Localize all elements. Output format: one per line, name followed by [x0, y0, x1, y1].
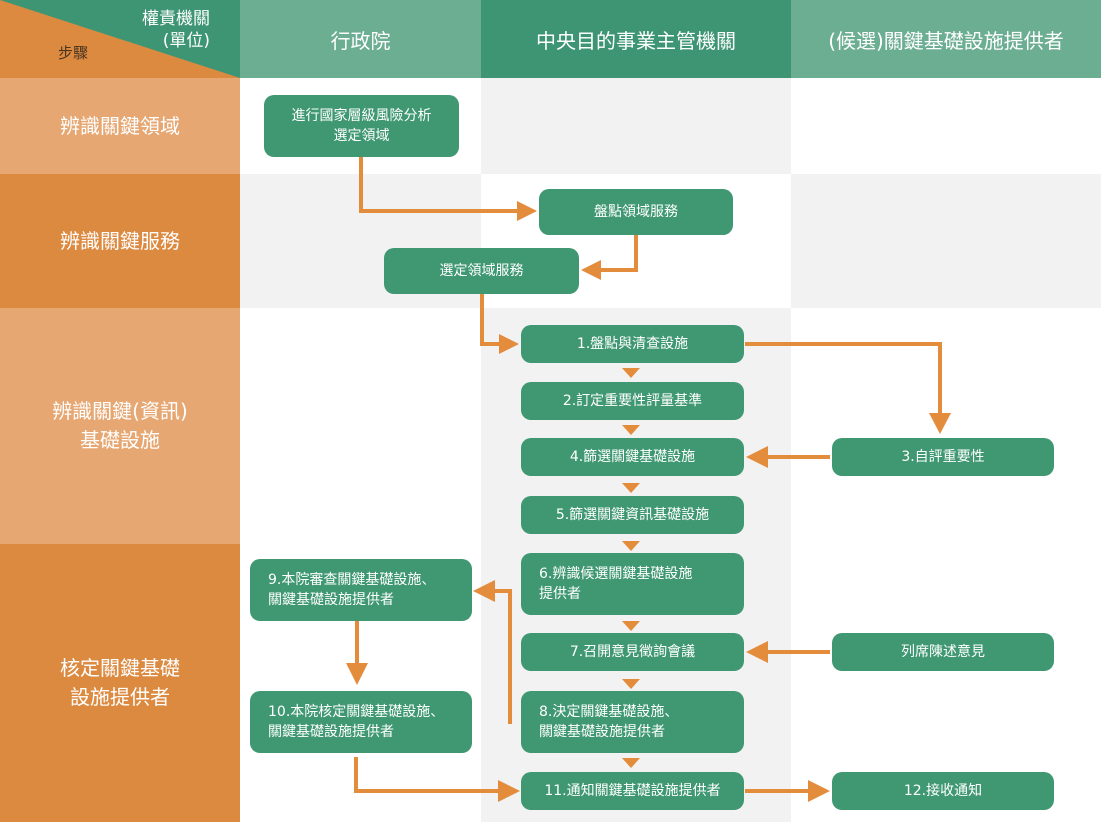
node-select-domain: 進行國家層級風險分析 選定領域 — [264, 95, 459, 157]
node-step-3: 3.自評重要性 — [832, 438, 1054, 476]
header-corner-diagonal — [0, 0, 240, 78]
node-step-9: 9.本院審查關鍵基礎設施、 關鍵基礎設施提供者 — [250, 559, 472, 621]
cell-r3-c3 — [791, 308, 1101, 544]
node-step-7: 7.召開意見徵詢會議 — [521, 633, 744, 671]
node-step-10: 10.本院核定關鍵基礎設施、 關鍵基礎設施提供者 — [250, 691, 472, 753]
node-select-domain-service: 選定領域服務 — [384, 248, 579, 294]
cell-r3-c1 — [240, 308, 481, 544]
node-inventory-domain-service: 盤點領域服務 — [539, 189, 733, 235]
authority-label: 權責機關 (單位) — [142, 9, 210, 52]
step-identify-infrastructure: 辨識關鍵(資訊) 基礎設施 — [0, 308, 240, 544]
column-header-executive-yuan: 行政院 — [240, 0, 481, 78]
column-header-central-authority: 中央目的事業主管機關 — [481, 0, 791, 78]
steps-label: 步驟 — [58, 44, 89, 62]
cell-r1-c2 — [481, 78, 791, 174]
node-step-8: 8.決定關鍵基礎設施、 關鍵基礎設施提供者 — [521, 691, 744, 753]
node-step-5: 5.篩選關鍵資訊基礎設施 — [521, 496, 744, 534]
cell-r1-c3 — [791, 78, 1101, 174]
node-step-11: 11.通知關鍵基礎設施提供者 — [521, 772, 744, 810]
node-present-opinion: 列席陳述意見 — [832, 633, 1054, 671]
node-step-2: 2.訂定重要性評量基準 — [521, 382, 744, 420]
node-step-1: 1.盤點與清查設施 — [521, 325, 744, 363]
column-header-providers: (候選)關鍵基礎設施提供者 — [791, 0, 1101, 78]
node-step-12: 12.接收通知 — [832, 772, 1054, 810]
step-identify-domain: 辨識關鍵領域 — [0, 78, 240, 174]
cell-r2-c3 — [791, 174, 1101, 308]
step-approve-providers: 核定關鍵基礎 設施提供者 — [0, 544, 240, 822]
node-step-6: 6.辨識候選關鍵基礎設施 提供者 — [521, 553, 744, 615]
step-identify-service: 辨識關鍵服務 — [0, 174, 240, 308]
node-step-4: 4.篩選關鍵基礎設施 — [521, 438, 744, 476]
